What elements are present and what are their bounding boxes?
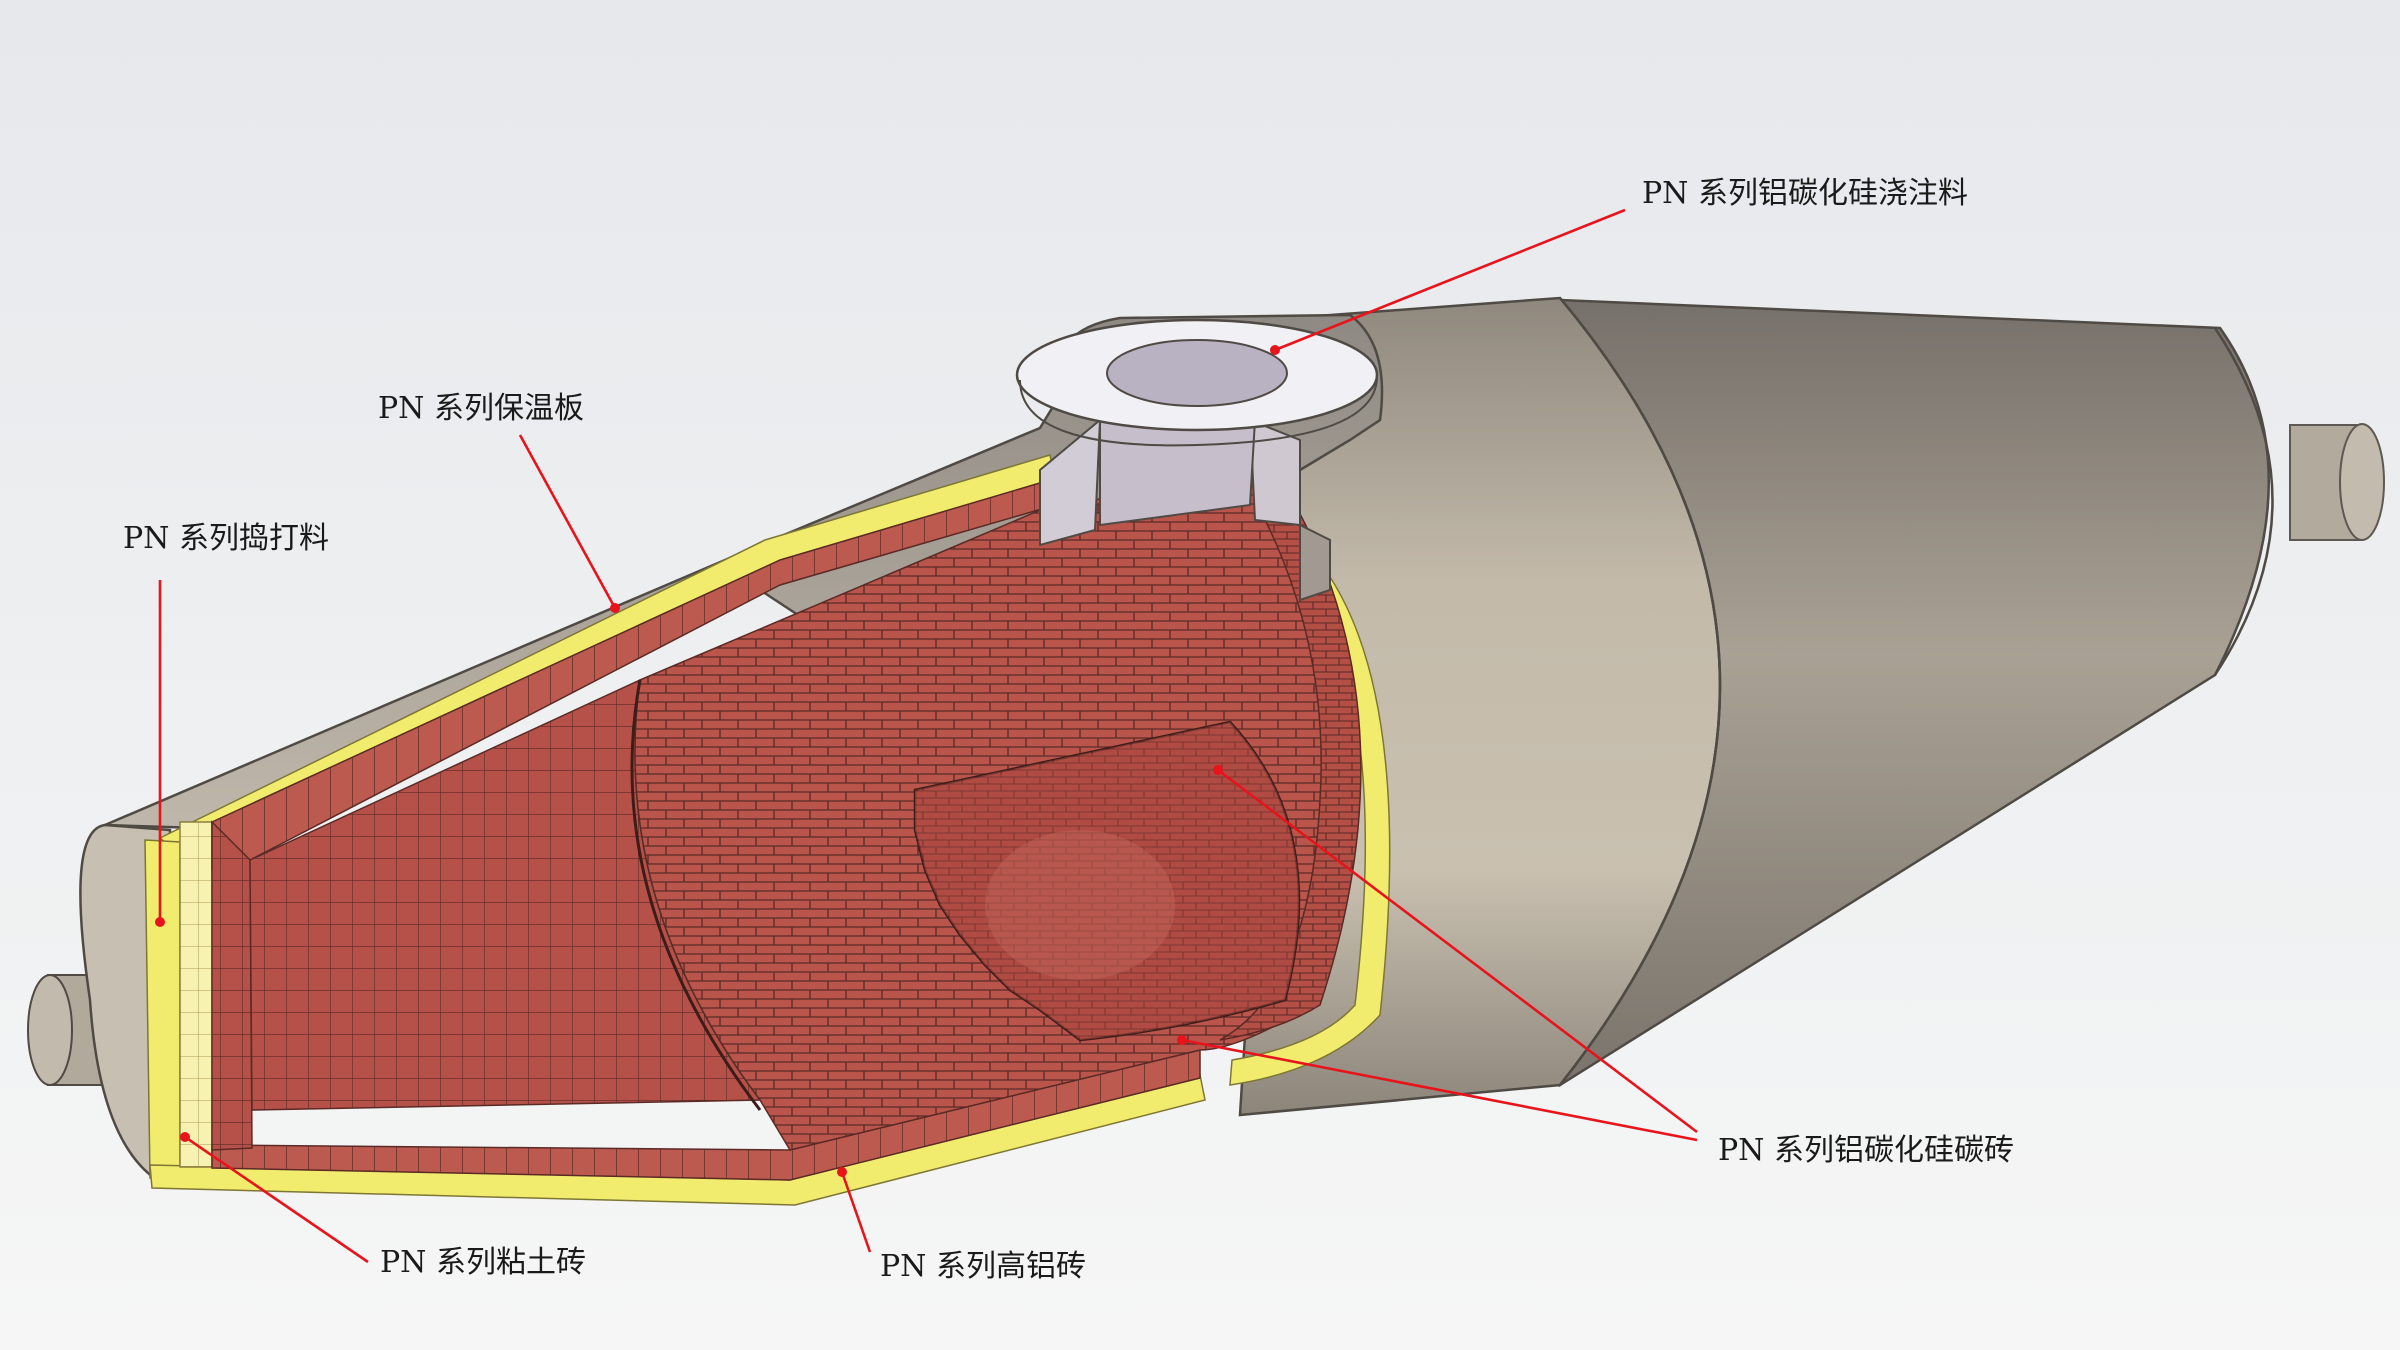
feed-port — [1015, 318, 1379, 602]
label-clay-brick: PN 系列粘土砖 — [380, 1245, 586, 1280]
right-cone-shell — [1558, 298, 2274, 1088]
label-ramming-mass: PN 系列捣打料 — [123, 521, 329, 556]
callout-high-alumina-brick: PN 系列高铝砖 — [837, 1167, 1086, 1284]
label-sic-carbon-brick: PN 系列铝碳化硅碳砖 — [1718, 1133, 2014, 1168]
insulation-band-left — [144, 839, 181, 1179]
callout-castable: PN 系列铝碳化硅浇注料 — [1270, 176, 1968, 355]
brick-lining-left — [211, 820, 253, 1151]
label-castable: PN 系列铝碳化硅浇注料 — [1642, 176, 1968, 211]
ring-joint — [630, 679, 762, 1111]
burner-glow — [985, 830, 1175, 980]
callout-ramming-mass: PN 系列捣打料 — [123, 521, 329, 927]
callout-clay-brick: PN 系列粘土砖 — [180, 1132, 586, 1280]
burner-recess-bricks — [915, 722, 1299, 1040]
clay-brick-column — [179, 821, 213, 1168]
callout-insulation-board: PN 系列保温板 — [378, 391, 620, 613]
inner-end-wall — [1219, 468, 1362, 1041]
right-shaft — [2289, 423, 2385, 541]
label-insulation-board: PN 系列保温板 — [378, 391, 584, 426]
callout-sic-carbon-brick: PN 系列铝碳化硅碳砖 — [1177, 765, 2014, 1168]
main-drum-shell — [1238, 296, 1722, 1117]
label-high-alumina-brick: PN 系列高铝砖 — [880, 1249, 1086, 1284]
